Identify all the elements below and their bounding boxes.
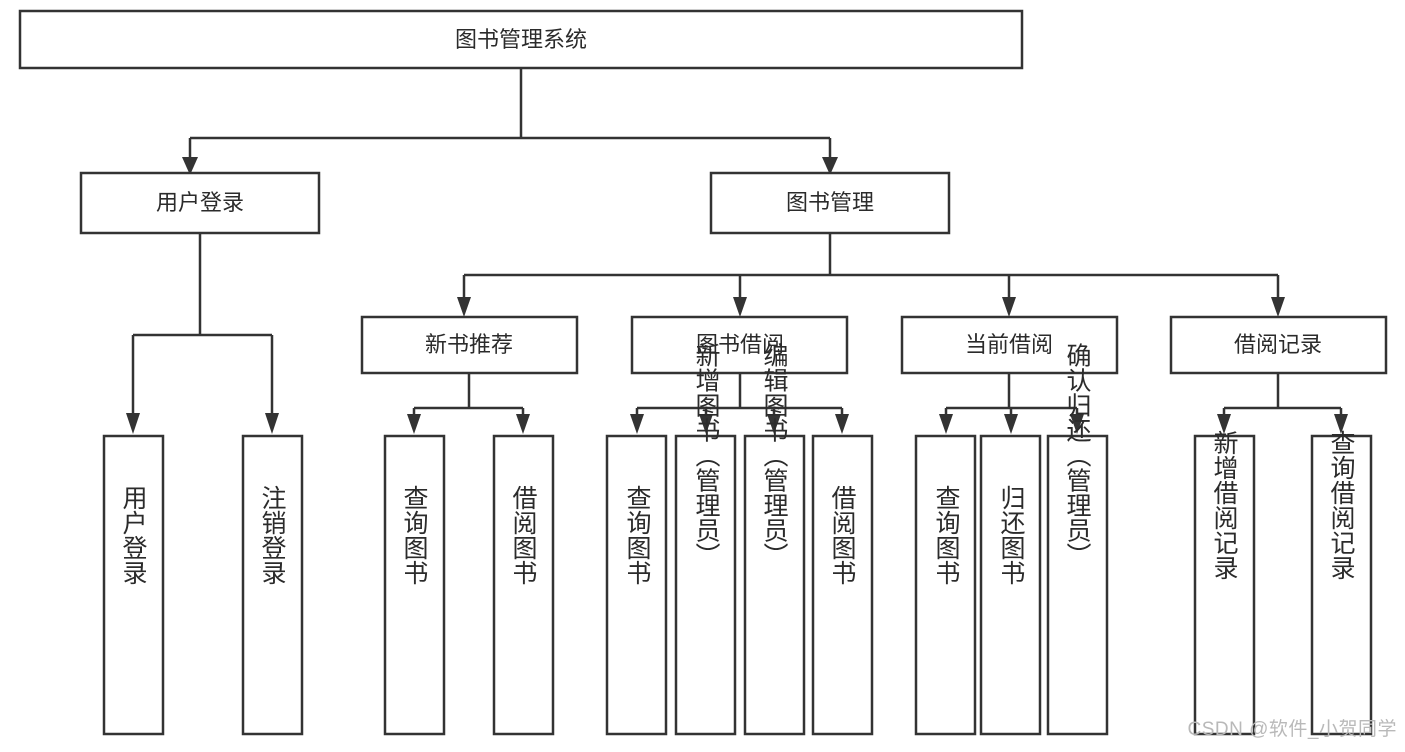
node-leaf-add-book-label: 新增图书（管理员） [692,343,721,568]
node-borrow-record[interactable]: 借阅记录 [1169,315,1388,375]
connector-group-book-manage [457,233,1285,317]
node-current-borrow-box[interactable] [900,315,1119,375]
node-root-label: 图书管理系统 [455,27,587,52]
node-leaf-edit-book[interactable]: 编辑图书（管理员） [743,343,806,736]
arrow-head-new-book-rec [457,297,471,317]
arrow-head-leaf-borrow-book-2 [835,414,849,434]
node-root-box[interactable] [18,9,1024,70]
arrow-head-leaf-return-book [1004,414,1018,434]
node-leaf-add-record-box[interactable] [1193,434,1256,736]
node-book-borrow-box[interactable] [630,315,849,375]
node-leaf-confirm-return[interactable]: 确认归还（管理员） [1046,343,1109,736]
node-book-manage-label: 图书管理 [786,190,874,215]
arrow-head-leaf-query-book-3 [939,414,953,434]
arrow-head-leaf-add-book [699,414,713,434]
node-leaf-edit-book-label: 编辑图书（管理员） [760,343,789,568]
arrow-head-leaf-edit-book [767,414,781,434]
node-leaf-edit-book-box[interactable] [743,434,806,736]
node-leaf-user-login-box[interactable] [102,434,165,736]
node-leaf-borrow-book-1[interactable]: 借阅图书 [492,434,555,736]
connector-group-borrow-record [1217,373,1348,434]
arrow-head-user-login [182,157,198,175]
node-book-manage-box[interactable] [709,171,951,235]
node-root[interactable]: 图书管理系统 [18,9,1024,70]
node-leaf-query-book-1[interactable]: 查询图书 [383,434,446,736]
node-leaf-borrow-book-1-label: 借阅图书 [509,485,538,585]
node-leaf-add-record[interactable]: 新增借阅记录 [1193,430,1256,736]
connector-group-new-book-rec [407,373,530,434]
node-borrow-record-box[interactable] [1169,315,1388,375]
connector-group-book-borrow [630,373,849,434]
node-leaf-query-book-2-box[interactable] [605,434,668,736]
node-new-book-rec-box[interactable] [360,315,579,375]
node-leaf-user-login-label: 用户登录 [119,485,148,585]
node-book-borrow-label: 图书借阅 [696,332,784,357]
arrow-head-leaf-query-book-2 [630,414,644,434]
node-leaf-borrow-book-2[interactable]: 借阅图书 [811,434,874,736]
node-leaf-return-book[interactable]: 归还图书 [979,434,1042,736]
node-leaf-query-record[interactable]: 查询借阅记录 [1310,430,1373,736]
arrow-head-leaf-user-login [126,413,140,434]
arrow-head-leaf-logout [265,413,279,434]
node-leaf-query-record-box[interactable] [1310,434,1373,736]
node-leaf-add-record-label: 新增借阅记录 [1210,430,1239,580]
node-leaf-add-book-box[interactable] [674,434,737,736]
connector-group-root [182,68,838,175]
node-book-manage[interactable]: 图书管理 [709,171,951,235]
node-leaf-logout-label: 注销登录 [258,485,287,585]
connector-group-current-borrow [939,373,1084,434]
node-leaf-add-book[interactable]: 新增图书（管理员） [674,343,737,736]
node-leaf-borrow-book-2-label: 借阅图书 [828,485,857,585]
node-current-borrow[interactable]: 当前借阅 [900,315,1119,375]
node-book-borrow[interactable]: 图书借阅 [630,315,849,375]
node-leaf-confirm-return-label: 确认归还（管理员） [1063,343,1092,568]
node-leaf-query-record-label: 查询借阅记录 [1327,430,1356,580]
node-leaf-user-login[interactable]: 用户登录 [102,434,165,736]
node-leaf-query-book-3-label: 查询图书 [932,485,961,585]
node-current-borrow-label: 当前借阅 [965,332,1053,357]
node-new-book-rec[interactable]: 新书推荐 [360,315,579,375]
watermark-text: CSDN @软件_小贺同学 [1187,719,1397,740]
arrow-head-leaf-query-book-1 [407,414,421,434]
arrow-head-current-borrow [1002,297,1016,317]
node-leaf-logout[interactable]: 注销登录 [241,434,304,736]
arrow-head-leaf-add-record [1217,414,1231,434]
arrow-head-leaf-query-record [1334,414,1348,434]
node-user-login-label: 用户登录 [156,190,244,215]
node-leaf-borrow-book-1-box[interactable] [492,434,555,736]
node-leaf-borrow-book-2-box[interactable] [811,434,874,736]
arrow-head-book-manage [822,157,838,175]
node-leaf-query-book-1-box[interactable] [383,434,446,736]
node-leaf-confirm-return-box[interactable] [1046,434,1109,736]
node-leaf-query-book-2[interactable]: 查询图书 [605,434,668,736]
node-leaf-logout-box[interactable] [241,434,304,736]
connector-group-user-login [126,233,279,434]
arrow-head-leaf-borrow-book-1 [516,414,530,434]
node-leaf-query-book-3[interactable]: 查询图书 [914,434,977,736]
node-borrow-record-label: 借阅记录 [1234,332,1322,357]
arrow-head-borrow-record [1271,297,1285,317]
node-leaf-query-book-3-box[interactable] [914,434,977,736]
node-leaf-return-book-box[interactable] [979,434,1042,736]
node-leaf-query-book-2-label: 查询图书 [623,485,652,585]
node-leaf-return-book-label: 归还图书 [997,485,1026,585]
arrow-head-book-borrow [733,297,747,317]
node-user-login-box[interactable] [79,171,321,235]
node-leaf-query-book-1-label: 查询图书 [400,485,429,585]
node-user-login[interactable]: 用户登录 [79,171,321,235]
node-new-book-rec-label: 新书推荐 [425,332,513,357]
arrow-head-leaf-confirm-return [1070,414,1084,434]
